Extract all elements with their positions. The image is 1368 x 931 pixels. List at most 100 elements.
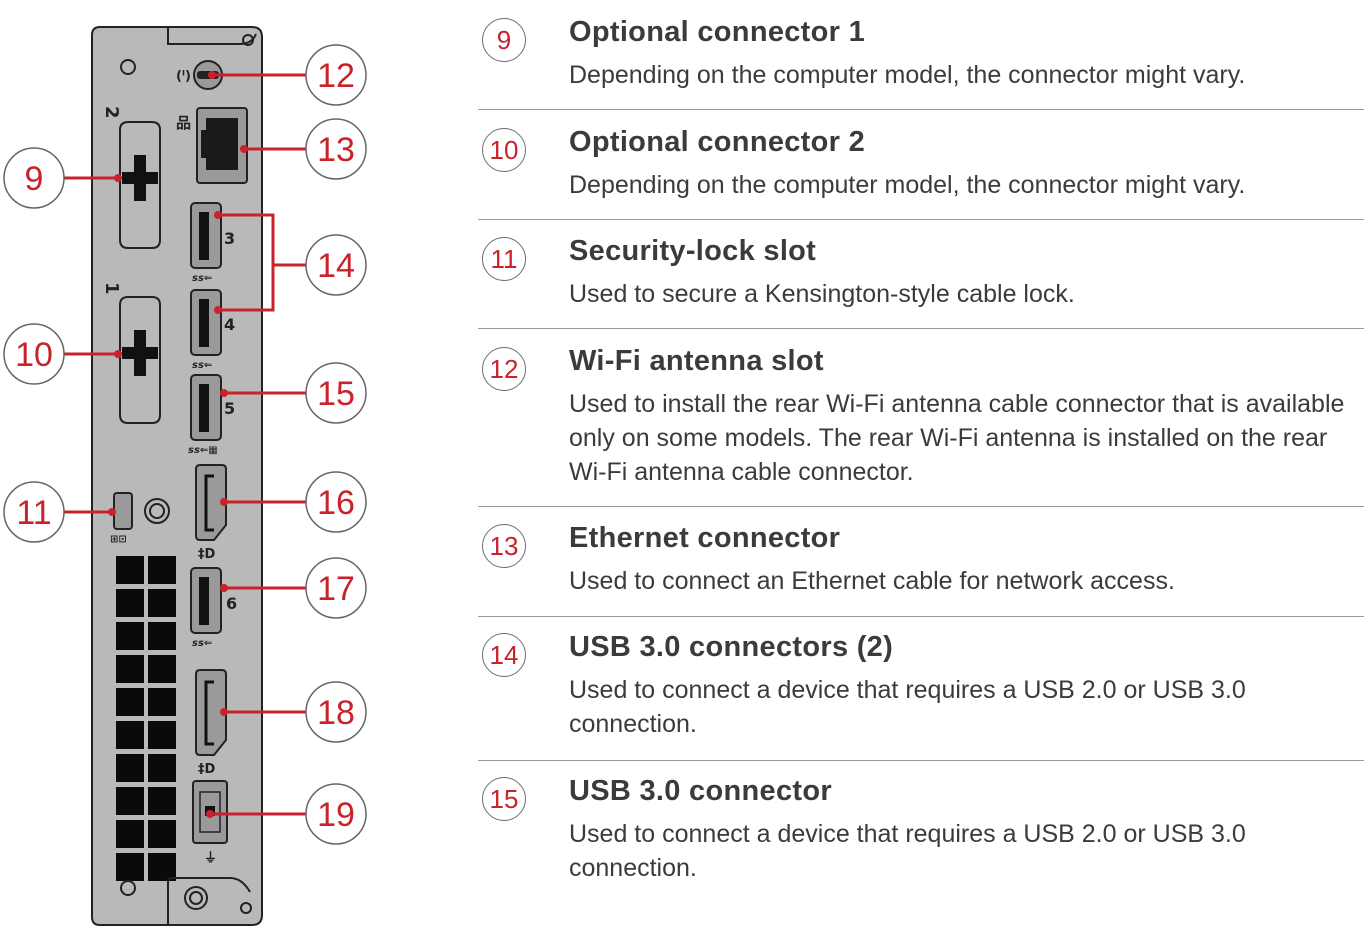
callout-number-14: 14 — [317, 247, 355, 285]
callout-number-17: 17 — [317, 570, 355, 608]
legend-title: Wi-Fi antenna slot — [569, 345, 824, 377]
vent-slot — [148, 622, 176, 650]
legend-separator — [478, 328, 1364, 329]
optional-connector-1: 1 — [101, 282, 161, 424]
leader-dots — [108, 71, 248, 818]
vent-slot — [116, 721, 144, 749]
svg-text:ss⇐: ss⇐ — [192, 360, 212, 371]
callout-circle-15 — [305, 362, 367, 424]
vent-slot — [116, 787, 144, 815]
vent-grid — [116, 556, 176, 881]
top-tab — [167, 28, 257, 45]
callout-number-12: 12 — [317, 57, 355, 95]
callout-number-19: 19 — [317, 796, 355, 834]
callout-number-18: 18 — [317, 694, 355, 732]
legend-description: Depending on the computer model, the con… — [569, 171, 1246, 199]
callout-number-10: 10 — [15, 336, 53, 374]
callout-circle-18 — [305, 681, 367, 743]
vent-slot — [148, 688, 176, 716]
legend-number-badge: 15 — [482, 777, 526, 821]
svg-text:‡D: ‡D — [198, 547, 216, 562]
legend-separator — [478, 219, 1364, 220]
vent-slot — [148, 853, 176, 881]
svg-text:ss⇐: ss⇐ — [192, 273, 212, 284]
legend-description: Used to connect a device that requires a… — [569, 820, 1246, 882]
lock-icon: ⊞⊡ — [110, 534, 127, 545]
svg-text:ss⇐▦: ss⇐▦ — [188, 445, 218, 456]
optional-connector-2: 2 — [101, 106, 161, 249]
legend-title: USB 3.0 connectors (2) — [569, 631, 894, 663]
legend-number-badge: 14 — [482, 633, 526, 677]
power-icon: ⏚ — [204, 851, 217, 866]
legend-number-badge: 12 — [482, 347, 526, 391]
bottom-tab — [167, 877, 251, 924]
legend-separator — [478, 616, 1364, 617]
usb-port-5: 5 ss⇐▦ — [188, 374, 235, 456]
callout-number-13: 13 — [317, 131, 355, 169]
callout-number-9: 9 — [25, 160, 44, 198]
callout-circle-14 — [305, 234, 367, 296]
svg-text:6: 6 — [226, 594, 237, 613]
vent-slot — [148, 655, 176, 683]
callout-number-16: 16 — [317, 484, 355, 522]
antenna-icon: (ᴵ) — [176, 69, 191, 84]
vent-slot — [116, 820, 144, 848]
callout-circle-19 — [305, 783, 367, 845]
callout-circle-17 — [305, 557, 367, 619]
vent-slot — [148, 721, 176, 749]
callout-number-15: 15 — [317, 375, 355, 413]
vent-slot — [148, 820, 176, 848]
rear-panel-diagram: (ᴵ) 品 2 1 3 ss⇐ 4 ss⇐ 5 ss⇐▦ — [3, 26, 367, 926]
legend-number-badge: 11 — [482, 237, 526, 281]
opt1-label: 1 — [101, 282, 122, 295]
svg-text:5: 5 — [224, 399, 235, 418]
legend-title: Security-lock slot — [569, 235, 817, 267]
legend-title: Ethernet connector — [569, 522, 841, 554]
vent-slot — [148, 556, 176, 584]
callout-circle-12 — [305, 44, 367, 106]
callout-circle-10 — [3, 323, 65, 385]
legend-description: Used to connect a device that requires a… — [569, 676, 1246, 738]
svg-text:ss⇐: ss⇐ — [192, 638, 212, 649]
legend-description: Depending on the computer model, the con… — [569, 61, 1246, 89]
top-tab-hole — [242, 34, 254, 46]
legend-description: Used to install the rear Wi-Fi antenna c… — [569, 390, 1345, 486]
vent-slot — [116, 853, 144, 881]
callout-circle-13 — [305, 118, 367, 180]
screw-top — [120, 59, 136, 75]
vent-slot — [148, 754, 176, 782]
vent-slot — [116, 688, 144, 716]
vent-slot — [116, 655, 144, 683]
network-icon: 品 — [176, 114, 191, 132]
legend-separator — [478, 760, 1364, 761]
vent-slot — [116, 754, 144, 782]
vent-slot — [116, 589, 144, 617]
vent-slot — [148, 787, 176, 815]
opt2-label: 2 — [101, 106, 122, 119]
legend-separator — [478, 506, 1364, 507]
legend-number-badge: 9 — [482, 18, 526, 62]
security-lock-slot: ⊞⊡ — [110, 492, 170, 545]
leader-lines — [63, 73, 306, 816]
legend-separator — [478, 109, 1364, 110]
usb-port-3: 3 ss⇐ — [190, 202, 235, 284]
displayport-1: ‡D — [195, 464, 227, 562]
legend-title: Optional connector 1 — [569, 16, 866, 48]
callout-circle-16 — [305, 471, 367, 533]
usb-port-6: 6 ss⇐ — [190, 567, 237, 649]
legend-title: Optional connector 2 — [569, 126, 866, 158]
svg-text:4: 4 — [224, 315, 235, 334]
callout-circle-11 — [3, 481, 65, 543]
usb-port-4: 4 ss⇐ — [190, 289, 235, 371]
vent-slot — [116, 556, 144, 584]
displayport-2: ‡D — [195, 669, 227, 777]
vent-slot — [148, 589, 176, 617]
ethernet-port: 品 — [176, 107, 248, 184]
svg-text:‡D: ‡D — [198, 762, 216, 777]
screw-bottom — [120, 880, 136, 896]
legend-number-badge: 10 — [482, 128, 526, 172]
vent-slot — [116, 622, 144, 650]
svg-text:3: 3 — [224, 229, 235, 248]
callout-circle-9 — [3, 147, 65, 209]
